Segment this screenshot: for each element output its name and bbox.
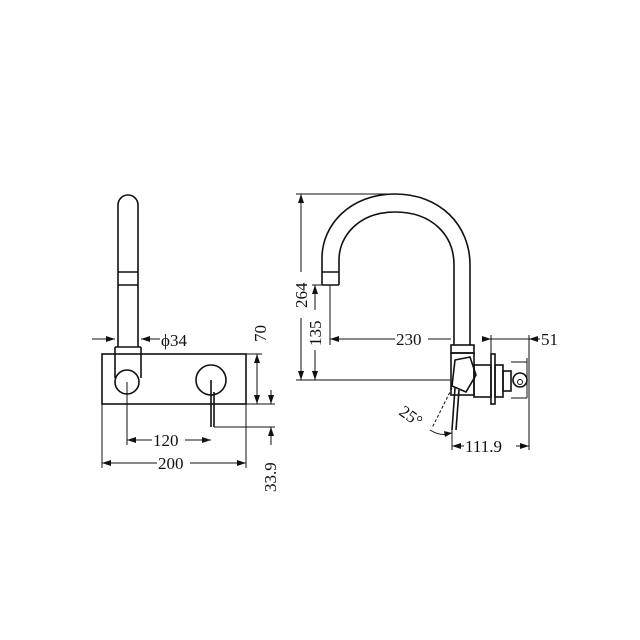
- dim-total-height: 264: [292, 282, 311, 308]
- side-view: 264 135 230 51 111.9 25°: [292, 193, 558, 456]
- backplate: [101, 353, 247, 405]
- dim-plate-height: 70: [251, 325, 270, 342]
- dim-spout-diameter: ϕ34: [161, 331, 187, 350]
- dim-spout-reach: 230: [396, 330, 422, 349]
- side-spout: [321, 193, 471, 345]
- dim-spout-to-handle: 120: [153, 431, 179, 450]
- dim-lever-angle: 25°: [396, 402, 426, 431]
- dim-lever-drop: 33.9: [261, 462, 280, 492]
- dim-outlet-height: 135: [306, 321, 325, 347]
- dim-body-depth: 111.9: [465, 437, 502, 456]
- front-spout: [117, 194, 139, 347]
- dim-wall-depth: 51: [541, 330, 558, 349]
- front-view: ϕ34 70 33.9 120 200: [92, 194, 280, 492]
- dim-plate-width: 200: [158, 454, 184, 473]
